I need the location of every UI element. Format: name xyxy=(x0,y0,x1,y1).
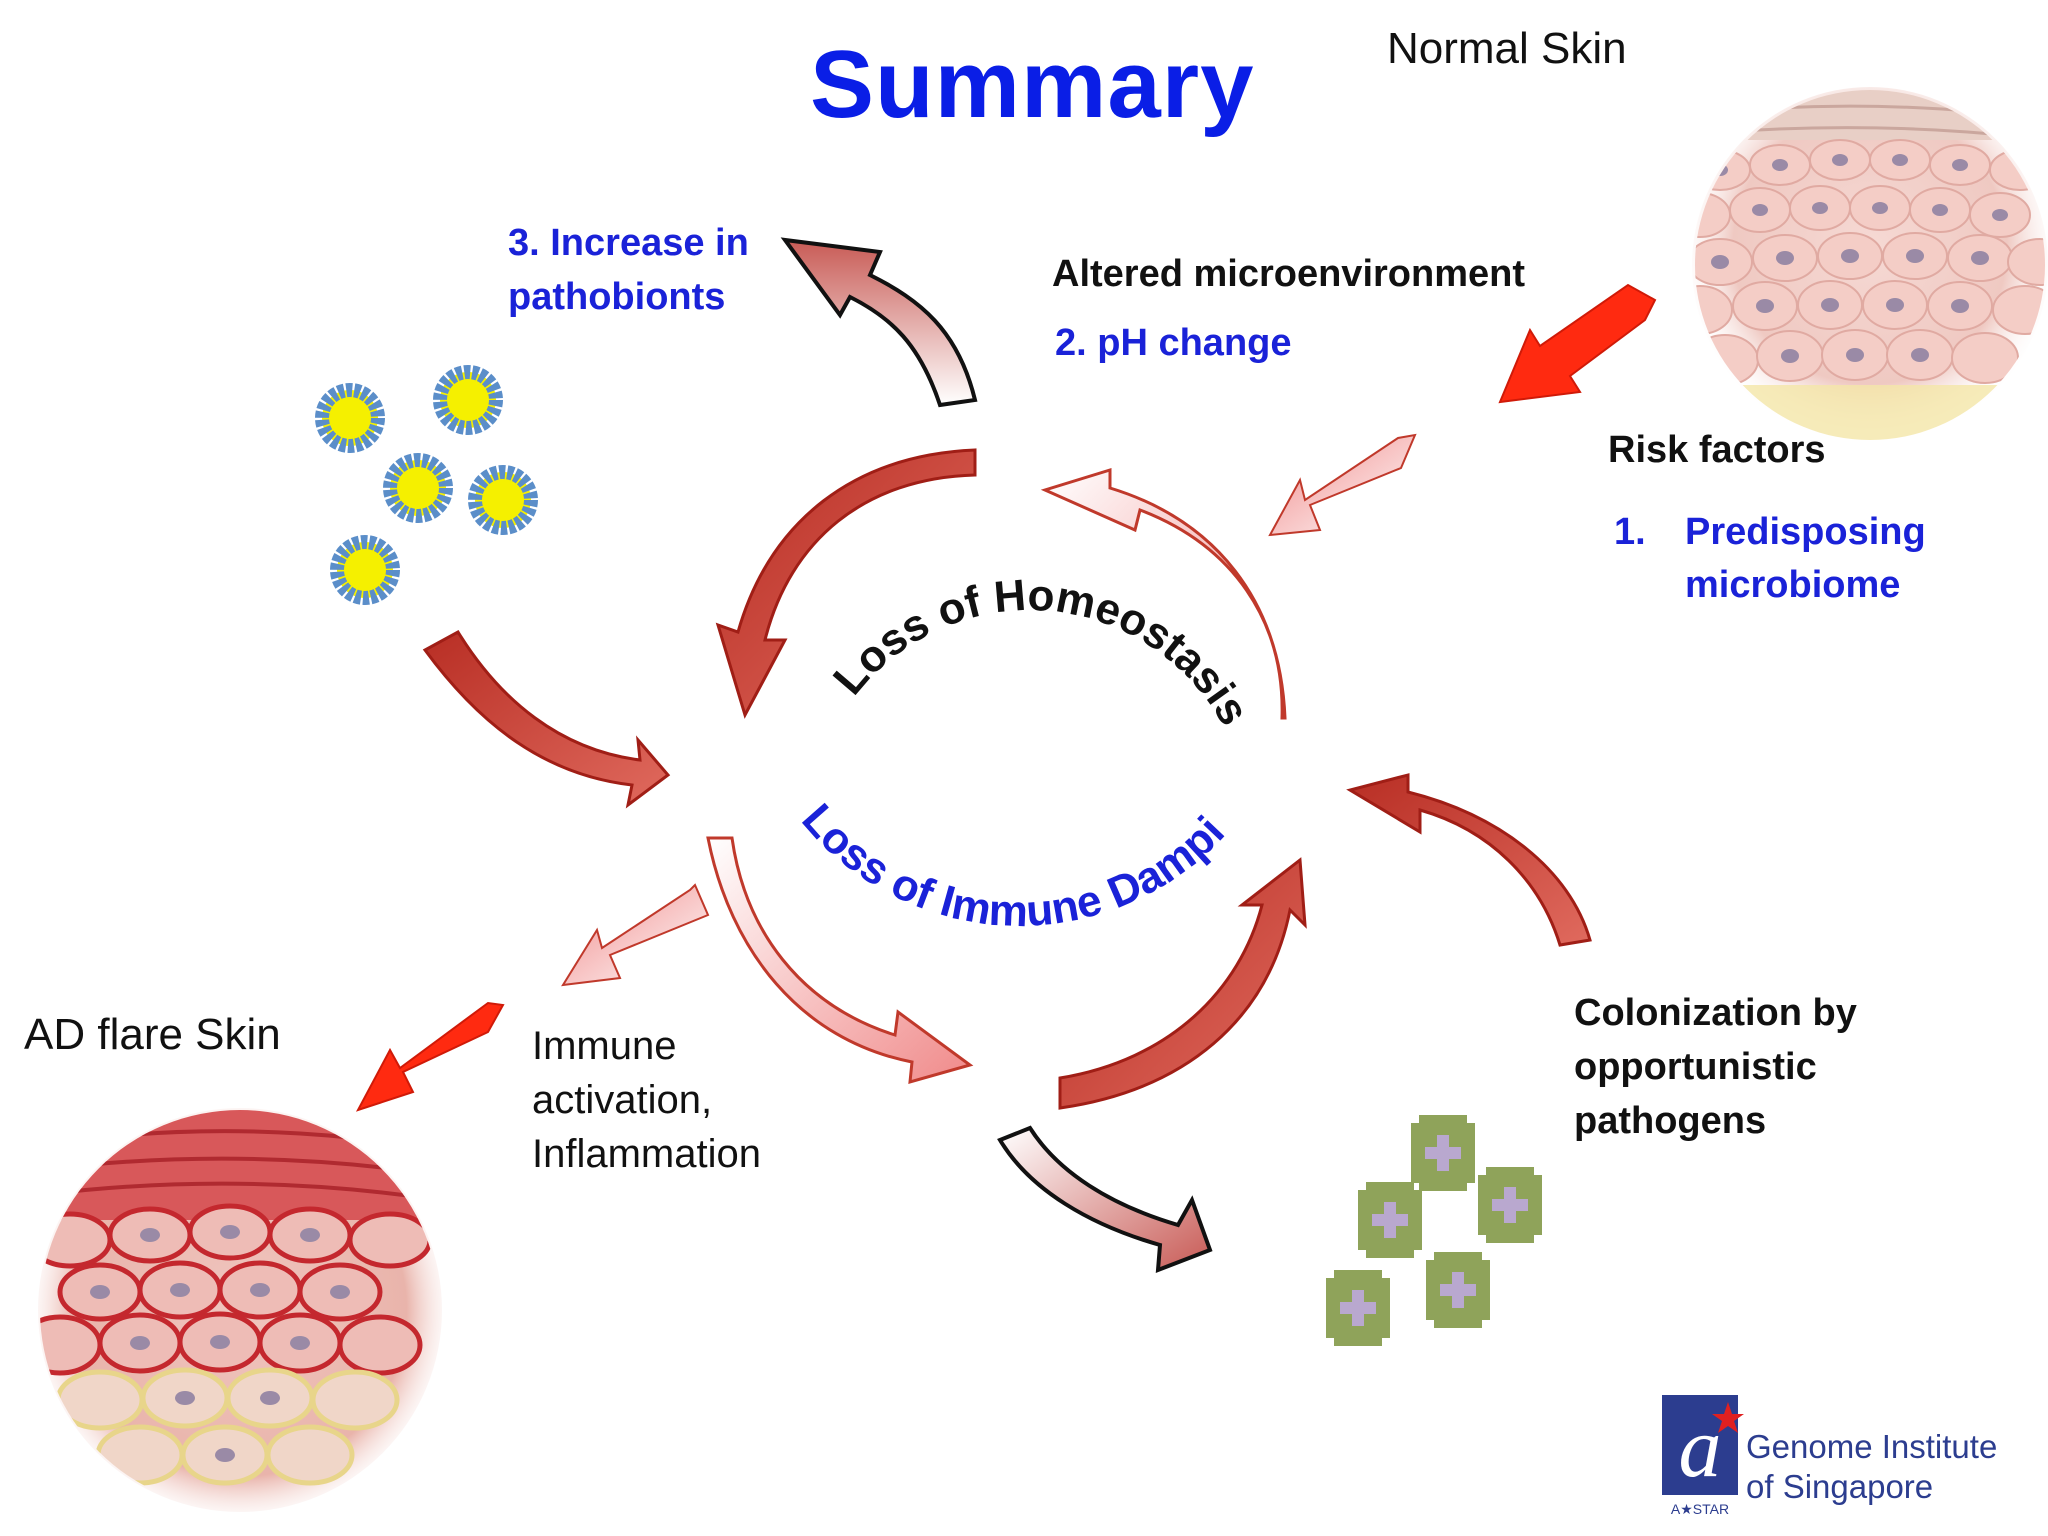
risk-factor-line1: Predisposing xyxy=(1685,511,1926,553)
astar-logo-mark: a A★STAR xyxy=(1662,1395,1744,1517)
to-pathogens-arrow xyxy=(997,1125,1213,1274)
pathobiont-cell xyxy=(315,383,385,453)
to-pathobionts-arrow xyxy=(780,237,978,408)
flare-skin-label: AD flare Skin xyxy=(24,1010,281,1059)
svg-text:A★STAR: A★STAR xyxy=(1671,1501,1729,1517)
to-flare-skin-arrow xyxy=(355,1001,505,1112)
colonization-line1: Colonization by xyxy=(1574,992,1857,1034)
pathobionts-label-line1: 3. Increase in xyxy=(508,222,749,264)
immune-line2: activation, xyxy=(532,1078,713,1122)
colonization-line3: pathogens xyxy=(1574,1100,1767,1142)
pathogens-cluster xyxy=(1326,1115,1542,1346)
svg-text:a: a xyxy=(1679,1399,1722,1495)
risk-to-normal-arrow xyxy=(1498,283,1657,404)
pathogen-cell xyxy=(1411,1115,1475,1191)
pathogen-cell xyxy=(1478,1167,1542,1243)
pathogen-cell xyxy=(1326,1270,1390,1346)
flare-skin-image xyxy=(38,1108,442,1512)
pathogen-cell xyxy=(1426,1252,1490,1328)
pathobiont-cell xyxy=(433,365,503,435)
cycle-lower-right-arrow xyxy=(1058,857,1307,1110)
ph-change-label: 2. pH change xyxy=(1055,322,1292,364)
pathobionts-cluster xyxy=(315,365,538,605)
cycle-upper-right-arrow xyxy=(1040,467,1287,720)
cycle-lower-left-arrow xyxy=(706,836,974,1085)
immune-line1: Immune xyxy=(532,1024,677,1068)
pathobionts-to-cycle-arrow xyxy=(422,630,671,809)
cycle-upper-left-arrow xyxy=(715,448,977,719)
cycle-upper-text: Loss of Homeostasis xyxy=(824,571,1258,734)
logo-text-line1: Genome Institute xyxy=(1746,1428,1998,1465)
risk-factor-number: 1. xyxy=(1614,511,1646,553)
pathogens-to-cycle-arrow xyxy=(1346,773,1592,947)
page-title: Summary xyxy=(810,31,1255,138)
cycle-to-immune-arrow xyxy=(561,883,710,987)
normal-skin-label: Normal Skin xyxy=(1387,24,1627,73)
risk-factor-line2: microbiome xyxy=(1685,564,1901,606)
pathobiont-cell xyxy=(383,453,453,523)
cycle-lower-text: 4. Loss of Immune Damping xyxy=(0,0,1234,936)
pathobiont-cell xyxy=(330,535,400,605)
normal-skin-image xyxy=(1692,87,2048,443)
risk-factors-heading: Risk factors xyxy=(1608,429,1826,471)
pathobiont-cell xyxy=(468,465,538,535)
risk-into-cycle-arrow xyxy=(1268,433,1417,537)
logo-text-line2: of Singapore xyxy=(1746,1468,1934,1505)
immune-line3: Inflammation xyxy=(532,1132,761,1176)
microenvironment-heading: Altered microenvironment xyxy=(1052,253,1525,295)
colonization-line2: opportunistic xyxy=(1574,1046,1817,1088)
pathobionts-label-line2: pathobionts xyxy=(508,276,726,318)
pathogen-cell xyxy=(1358,1182,1422,1258)
